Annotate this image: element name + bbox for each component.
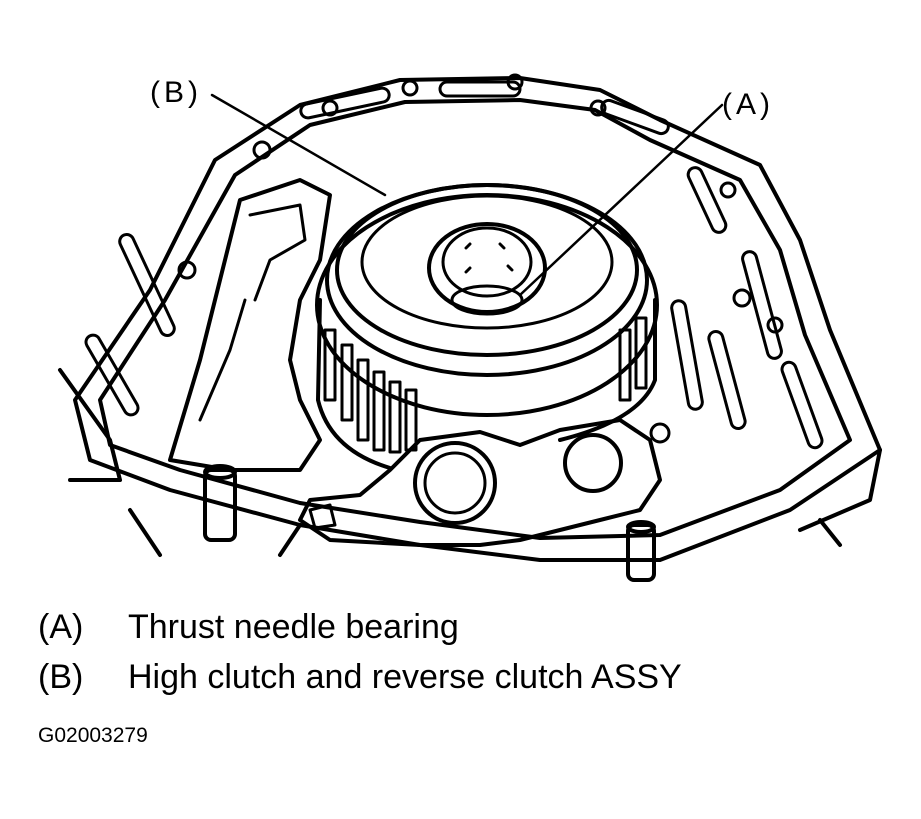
case-inner-outline bbox=[98, 98, 852, 540]
legend-row-b: (B) High clutch and reverse clutch ASSY bbox=[38, 658, 682, 697]
thrust-needle-bearing bbox=[427, 222, 547, 316]
case-left-lower bbox=[128, 508, 302, 557]
valve-body-plate bbox=[298, 418, 662, 547]
case-outer-outline bbox=[73, 76, 882, 562]
callout-label-b: (B) bbox=[150, 76, 202, 109]
inner-casting-wall bbox=[168, 178, 332, 472]
figure-id: G02003279 bbox=[38, 724, 148, 747]
leader-line-a bbox=[518, 103, 724, 297]
leader-line-b bbox=[210, 93, 387, 197]
legend-row-a: (A) Thrust needle bearing bbox=[38, 608, 459, 647]
alignment-dowels bbox=[203, 464, 656, 582]
inner-casting-detail bbox=[198, 203, 307, 422]
case-left-edge bbox=[58, 368, 122, 482]
legend-key: (B) bbox=[38, 658, 84, 696]
legend-text: High clutch and reverse clutch ASSY bbox=[128, 658, 682, 696]
case-right-lower bbox=[798, 448, 882, 547]
bolt-holes bbox=[177, 73, 784, 444]
callout-label-a: (A) bbox=[722, 88, 774, 121]
gasket-slots bbox=[84, 80, 824, 450]
clutch-plate-teeth bbox=[323, 316, 648, 454]
legend-key: (A) bbox=[38, 608, 84, 646]
legend-text: Thrust needle bearing bbox=[128, 608, 459, 646]
transmission-case-illustration bbox=[58, 73, 882, 582]
clutch-drum bbox=[315, 183, 659, 470]
